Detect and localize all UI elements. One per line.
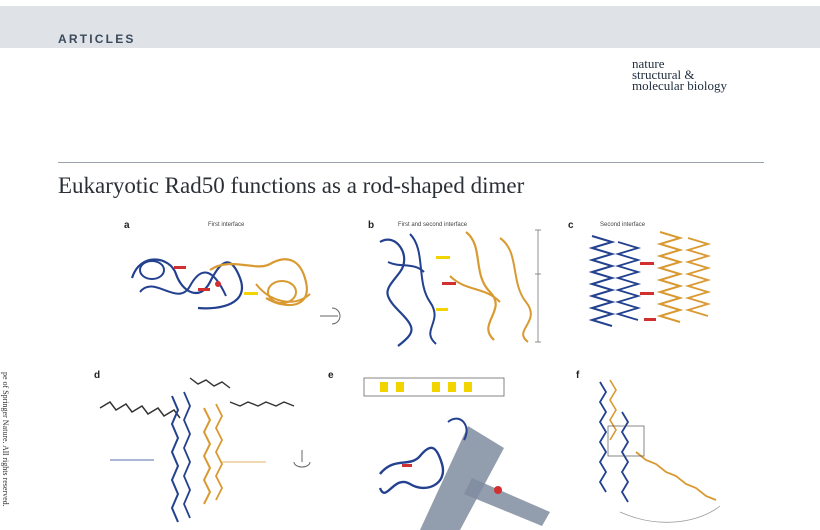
panel-e-letter: e: [328, 370, 334, 381]
panel-e-structure: [363, 377, 550, 530]
journal-logo-line-1: nature: [632, 56, 665, 71]
panel-c-title: Second interface: [600, 222, 646, 228]
panel-f-structure: [598, 379, 721, 523]
page-title: Eukaryotic Rad50 functions as a rod-shap…: [58, 173, 525, 198]
panel-d-structure: [99, 377, 295, 523]
panel-a-title: First interface: [208, 222, 245, 228]
side-copyright-label: pe of Springer Nature. All rights reserv…: [1, 372, 10, 507]
panel-d-letter: d: [94, 370, 101, 381]
panel-b-structure: [379, 229, 541, 347]
panel-b-letter: b: [368, 220, 375, 231]
journal-logo-line-2: structural &: [632, 67, 695, 82]
header-band: [0, 6, 820, 48]
rotation-symbol-2: [293, 450, 311, 468]
panel-a-letter: a: [124, 220, 130, 231]
panel-c-structure: [588, 231, 712, 327]
figure: a First interface b First and second int…: [80, 212, 780, 530]
panel-b-title: First and second interface: [398, 222, 468, 228]
panel-c-letter: c: [568, 220, 574, 231]
figure-artwork: [99, 229, 721, 530]
rotation-symbol-1: [320, 307, 341, 325]
side-copyright-text: pe of Springer Nature. All rights reserv…: [1, 372, 18, 530]
title-rule: [58, 162, 764, 163]
panel-a-structure: [130, 258, 311, 310]
journal-logo: nature structural & molecular biology: [632, 56, 782, 93]
panel-f-letter: f: [576, 370, 580, 381]
journal-logo-line-3: molecular biology: [632, 78, 727, 93]
section-label: ARTICLES: [58, 32, 136, 46]
